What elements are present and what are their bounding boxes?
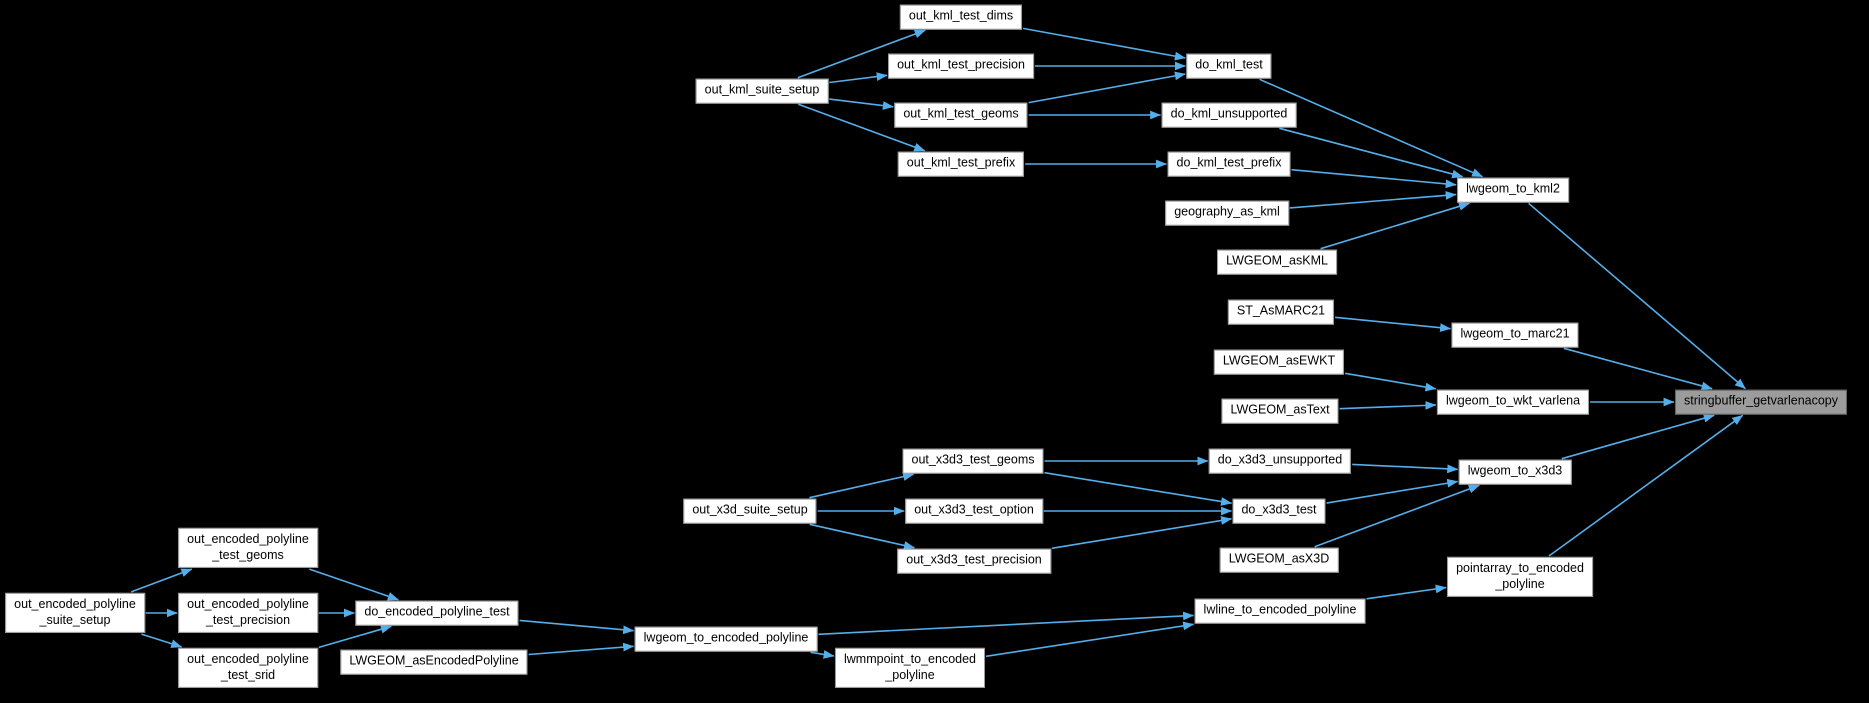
node-LWGEOM-asEWKT[interactable]: LWGEOM_asEWKT [1213,349,1345,375]
node-out-kml-suite-setup[interactable]: out_kml_suite_setup [695,78,829,104]
node-lwgeom-to-encoded-polyline[interactable]: lwgeom_to_encoded_polyline [634,626,818,652]
node-out-encoded-polyline-suite-setup[interactable]: out_encoded_polyline _suite_setup [5,592,145,634]
edge-geography-as-kml-to-lwgeom-to-kml2 [1289,191,1457,209]
edge-out-encoded-polyline-test-srid-to-do-encoded-polyline-test [318,624,392,649]
node-LWGEOM-asText[interactable]: LWGEOM_asText [1221,398,1339,424]
edge-ST-AsMARC21-to-lwgeom-to-marc21 [1335,316,1452,333]
node-ST-AsMARC21[interactable]: ST_AsMARC21 [1227,299,1335,325]
edge-out-encoded-polyline-suite-setup-to-out-encoded-polyline-test-geoms [130,568,193,593]
edge-out-x3d3-test-precision-to-do-x3d3-test [1051,516,1233,550]
edge-lwmmpoint-to-encoded-polyline-to-lwline-to-encoded-polyline [985,621,1195,658]
node-out-kml-test-prefix[interactable]: out_kml_test_prefix [897,151,1025,177]
node-do-x3d3-unsupported[interactable]: do_x3d3_unsupported [1208,448,1352,474]
node-lwgeom-to-x3d3[interactable]: lwgeom_to_x3d3 [1458,459,1572,485]
node-LWGEOM-asKML[interactable]: LWGEOM_asKML [1217,249,1337,275]
edge-do-encoded-polyline-test-to-lwgeom-to-encoded-polyline [519,619,635,635]
edge-LWGEOM-asKML-to-lwgeom-to-kml2 [1320,202,1470,250]
edges-group [130,27,1746,659]
edge-out-kml-suite-setup-to-out-kml-test-prefix [798,103,926,152]
node-LWGEOM-asX3D[interactable]: LWGEOM_asX3D [1219,547,1339,573]
node-out-kml-test-precision[interactable]: out_kml_test_precision [888,53,1034,79]
edge-lwgeom-to-marc21-to-stringbuffer-getvarlenacopy [1563,347,1713,391]
edge-LWGEOM-asEncodedPolyline-to-lwgeom-to-encoded-polyline [528,642,635,656]
edge-lwgeom-to-kml2-to-stringbuffer-getvarlenacopy [1528,202,1746,390]
edge-out-x3d-suite-setup-to-out-x3d3-test-precision [809,523,915,550]
edge-lwline-to-encoded-polyline-to-pointarray-to-encoded-polyline [1366,584,1447,600]
node-out-kml-test-dims[interactable]: out_kml_test_dims [899,4,1023,30]
node-stringbuffer-getvarlenacopy: stringbuffer_getvarlenacopy [1674,389,1848,415]
edge-do-kml-test-to-lwgeom-to-kml2 [1259,78,1484,178]
node-do-kml-unsupported[interactable]: do_kml_unsupported [1161,102,1297,128]
node-out-kml-test-geoms[interactable]: out_kml_test_geoms [894,102,1028,128]
node-pointarray-to-encoded-polyline[interactable]: pointarray_to_encoded _polyline [1447,556,1593,598]
edge-do-x3d3-unsupported-to-lwgeom-to-x3d3 [1352,463,1459,474]
node-out-x3d-suite-setup[interactable]: out_x3d_suite_setup [683,498,817,524]
node-out-encoded-polyline-test-precision[interactable]: out_encoded_polyline _test_precision [178,592,318,634]
edge-out-encoded-polyline-test-geoms-to-do-encoded-polyline-test [309,568,399,601]
node-lwgeom-to-marc21[interactable]: lwgeom_to_marc21 [1451,322,1579,348]
edge-out-kml-test-dims-to-do-kml-test [1022,27,1186,61]
node-out-x3d3-test-geoms[interactable]: out_x3d3_test_geoms [902,448,1044,474]
edge-out-kml-test-geoms-to-do-kml-test [1028,71,1186,104]
node-lwmmpoint-to-encoded-polyline[interactable]: lwmmpoint_to_encoded _polyline [834,647,986,689]
node-LWGEOM-asEncodedPolyline[interactable]: LWGEOM_asEncodedPolyline [340,649,528,675]
edge-out-kml-suite-setup-to-out-kml-test-geoms [829,98,894,110]
edge-out-encoded-polyline-suite-setup-to-out-encoded-polyline-test-srid [141,633,183,648]
node-lwgeom-to-kml2[interactable]: lwgeom_to_kml2 [1457,177,1569,203]
node-geography-as-kml[interactable]: geography_as_kml [1165,200,1289,226]
node-lwgeom-to-wkt-varlena[interactable]: lwgeom_to_wkt_varlena [1436,389,1590,415]
edge-do-kml-test-prefix-to-lwgeom-to-kml2 [1291,168,1457,189]
node-do-kml-test-prefix[interactable]: do_kml_test_prefix [1167,151,1291,177]
edge-LWGEOM-asEWKT-to-lwgeom-to-wkt-varlena [1344,372,1437,392]
node-do-kml-test[interactable]: do_kml_test [1186,53,1272,79]
node-out-x3d3-test-option[interactable]: out_x3d3_test_option [905,498,1043,524]
edge-LWGEOM-asText-to-lwgeom-to-wkt-varlena [1339,401,1437,410]
edge-lwgeom-to-encoded-polyline-to-lwline-to-encoded-polyline [818,611,1195,636]
edge-out-x3d3-test-geoms-to-do-x3d3-test [1044,471,1233,506]
node-out-encoded-polyline-test-srid[interactable]: out_encoded_polyline _test_srid [178,647,318,689]
node-lwline-to-encoded-polyline[interactable]: lwline_to_encoded_polyline [1194,598,1366,624]
edge-do-kml-unsupported-to-lwgeom-to-kml2 [1279,127,1464,179]
edge-LWGEOM-asX3D-to-lwgeom-to-x3d3 [1314,484,1480,548]
node-do-x3d3-test[interactable]: do_x3d3_test [1232,498,1326,524]
node-out-encoded-polyline-test-geoms[interactable]: out_encoded_polyline _test_geoms [178,527,318,569]
edge-out-kml-suite-setup-to-out-kml-test-dims [797,29,926,79]
edge-lwgeom-to-x3d3-to-stringbuffer-getvarlenacopy [1561,413,1715,460]
edge-lwgeom-to-encoded-polyline-to-lwmmpoint-to-encoded-polyline [810,650,835,659]
node-do-encoded-polyline-test[interactable]: do_encoded_polyline_test [355,600,519,626]
edge-pointarray-to-encoded-polyline-to-stringbuffer-getvarlenacopy [1548,414,1744,557]
node-out-x3d3-test-precision[interactable]: out_x3d3_test_precision [897,548,1051,574]
edge-do-x3d3-test-to-lwgeom-to-x3d3 [1326,478,1459,504]
edge-out-kml-suite-setup-to-out-kml-test-precision [829,72,888,84]
edge-out-x3d-suite-setup-to-out-x3d3-test-geoms [809,472,915,499]
